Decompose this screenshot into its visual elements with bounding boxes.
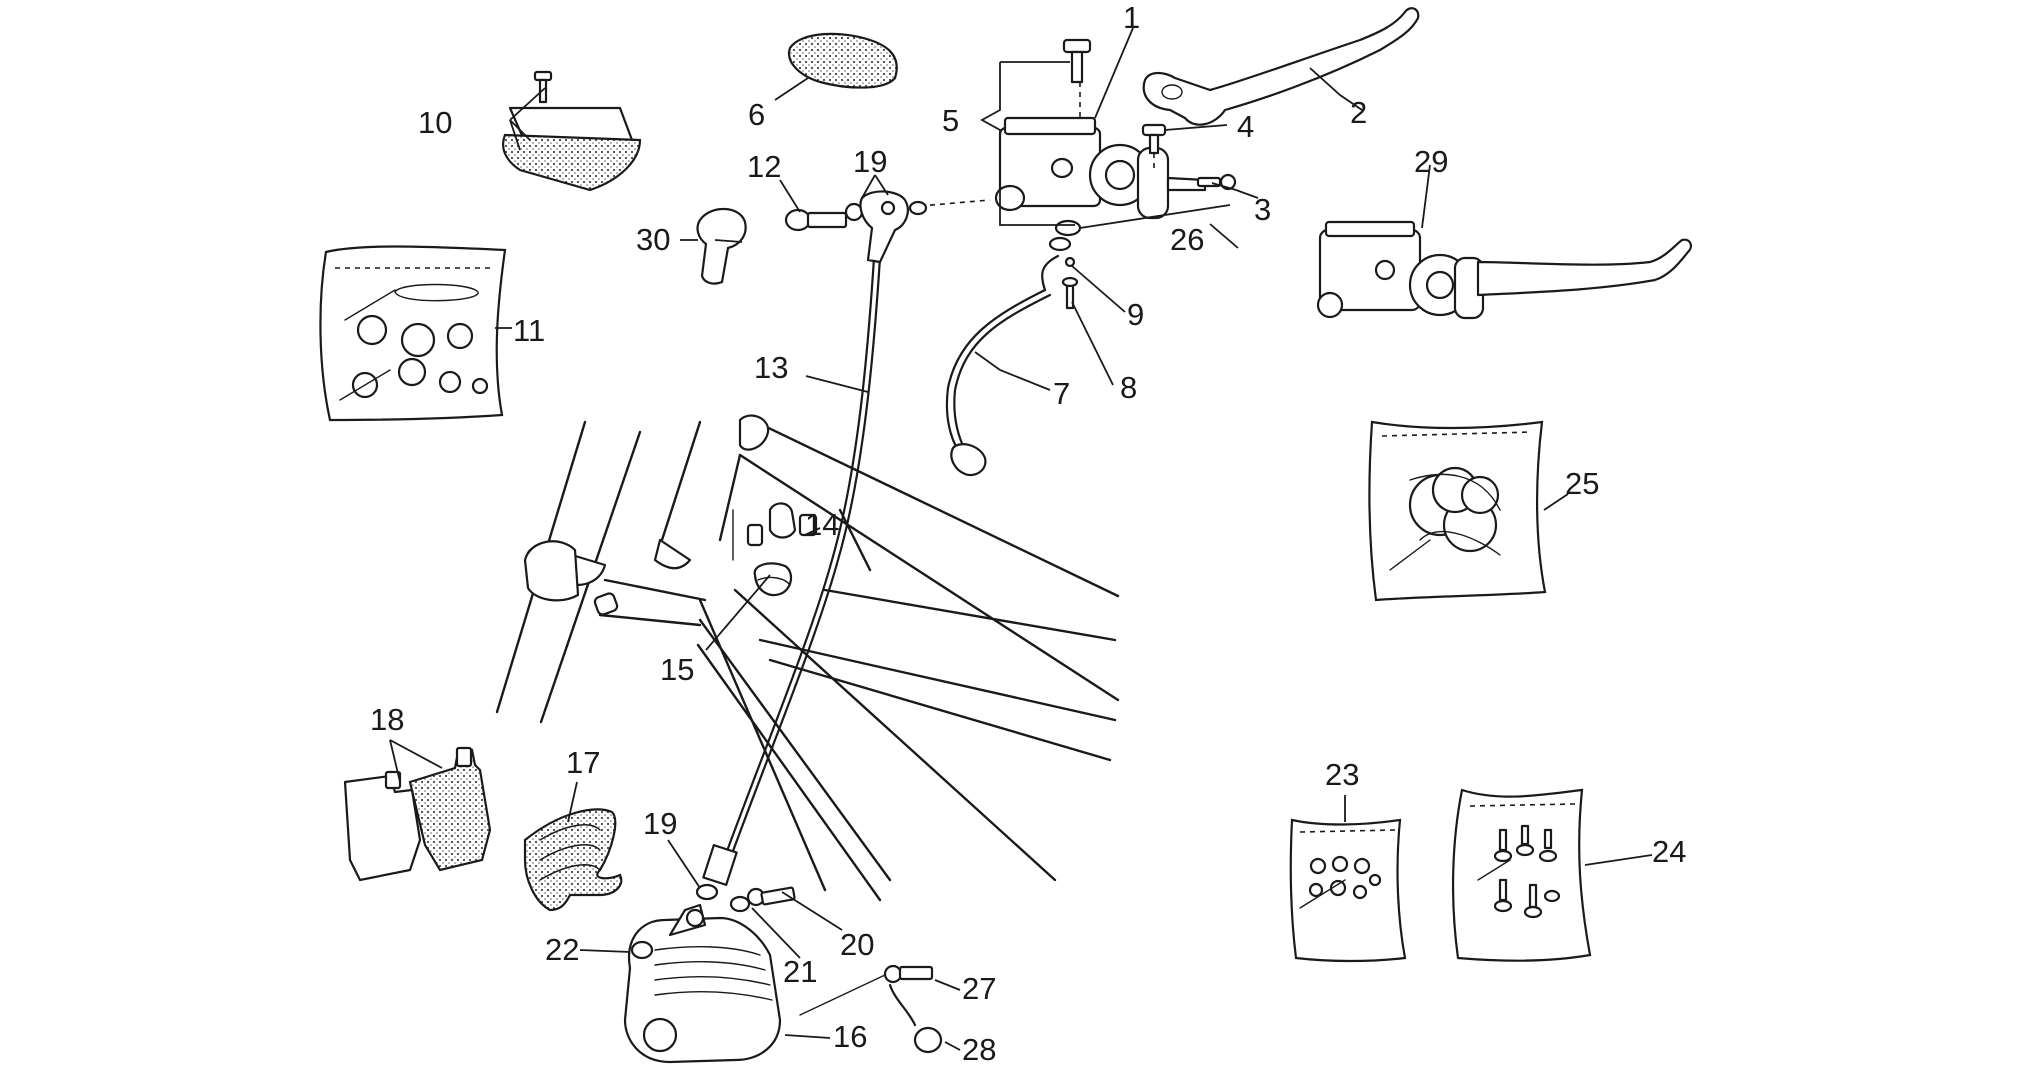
- banjo-bolt-top: [784, 190, 928, 264]
- grommet-15: [732, 509, 793, 597]
- callout-29: 29: [1414, 144, 1448, 179]
- callout-21: 21: [783, 954, 817, 989]
- cover-6: [787, 32, 898, 89]
- callout-13: 13: [754, 350, 788, 385]
- kit-bag-24: [1451, 788, 1592, 962]
- callout-3: 3: [1254, 192, 1271, 227]
- callout-26: 26: [1170, 222, 1204, 257]
- callout-19-top: 19: [853, 144, 887, 179]
- caliper-fittings: [630, 883, 943, 1054]
- callout-9: 9: [1127, 297, 1144, 332]
- callout-5: 5: [942, 103, 959, 138]
- callout-16: 16: [833, 1019, 867, 1054]
- frame-tubes: [495, 414, 1120, 902]
- callout-23: 23: [1325, 757, 1359, 792]
- master-cylinder: [994, 116, 1207, 220]
- kit-bag-25: [1368, 420, 1547, 602]
- callout-17: 17: [566, 745, 600, 780]
- brake-caliper-16: [623, 903, 782, 1064]
- callout-12: 12: [747, 149, 781, 184]
- callout-27: 27: [962, 971, 996, 1006]
- callout-1: 1: [1123, 0, 1140, 35]
- callout-8: 8: [1120, 370, 1137, 405]
- callout-18: 18: [370, 702, 404, 737]
- clamp-screws: [1196, 173, 1237, 191]
- callout-labels: 1 2 3 4 5 6 7 8 9 10 11 12 13 14 15 16 1…: [370, 0, 1686, 1067]
- callout-2: 2: [1350, 95, 1367, 130]
- master-cylinder-complete: [1316, 220, 1692, 320]
- callout-30: 30: [636, 222, 670, 257]
- brake-pads-18: [343, 746, 492, 882]
- callout-14: 14: [805, 507, 839, 542]
- callout-19-bottom: 19: [643, 806, 677, 841]
- fork-clamp: [523, 540, 619, 616]
- callout-11: 11: [513, 313, 545, 348]
- kit-bag-23: [1289, 818, 1407, 963]
- stoplight-switch-assembly: [945, 219, 1082, 477]
- callout-15: 15: [660, 652, 694, 687]
- reservoir-screw: [1062, 38, 1092, 84]
- brake-lever: [1142, 7, 1420, 126]
- callout-28: 28: [962, 1032, 996, 1067]
- callout-20: 20: [840, 927, 874, 962]
- cap-30: [696, 207, 747, 285]
- callout-25: 25: [1565, 466, 1599, 501]
- callout-10: 10: [418, 105, 452, 140]
- brake-hose: [702, 256, 882, 886]
- callout-22: 22: [545, 932, 579, 967]
- callout-4: 4: [1237, 109, 1254, 144]
- dust-cover-10: [502, 70, 642, 192]
- repair-kit-bag-11: [319, 245, 507, 422]
- leader-lines: [389, 27, 1653, 1051]
- callout-6: 6: [748, 97, 765, 132]
- callout-24: 24: [1652, 834, 1686, 869]
- caliper-shield-17: [523, 808, 623, 912]
- callout-7: 7: [1053, 376, 1070, 411]
- hose-clip-14: [746, 502, 818, 547]
